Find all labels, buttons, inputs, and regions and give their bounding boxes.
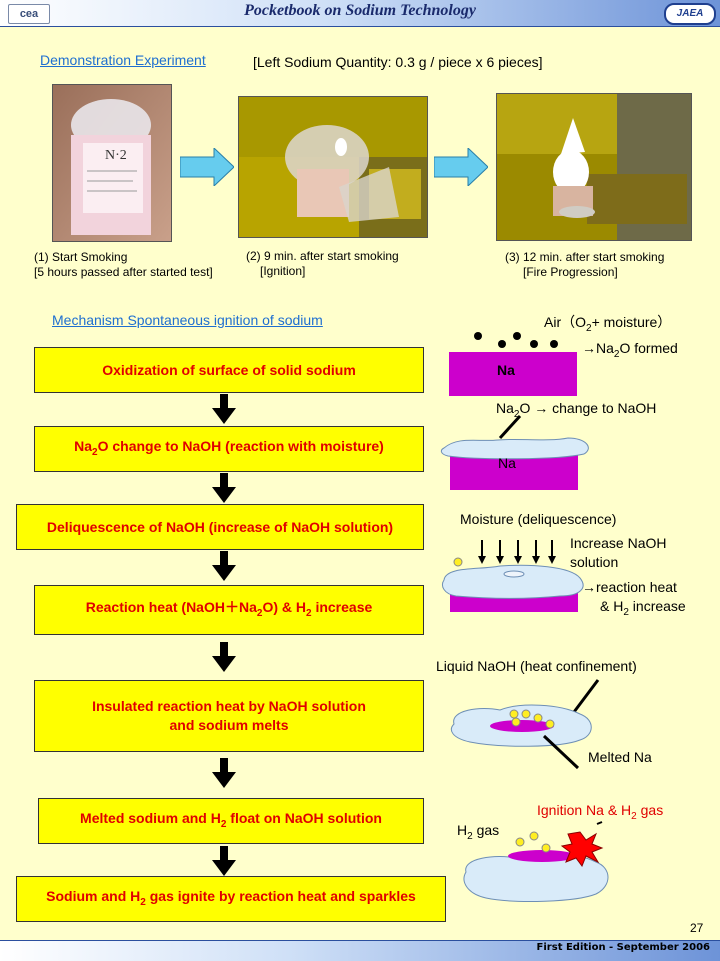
progress-arrow xyxy=(180,148,234,186)
step-3-box: Deliquescence of NaOH (increase of NaOH … xyxy=(16,504,424,550)
d2-sodium-label: Na xyxy=(498,455,516,471)
photo-fire-progression xyxy=(496,93,692,241)
step-1-box: Oxidization of surface of solid sodium xyxy=(34,347,424,393)
step-5-line1: Insulated reaction heat by NaOH solution xyxy=(92,698,366,714)
page-title: Pocketbook on Sodium Technology xyxy=(244,2,476,19)
photo-start-smoking: N·2 xyxy=(52,84,172,242)
footer-bar xyxy=(0,940,720,961)
d1-formed-label: →Na2O formed xyxy=(582,340,678,360)
d4-diagram xyxy=(450,679,600,770)
step-2-box: Na2O change to NaOH (reaction with moist… xyxy=(34,426,424,472)
step-1-text: Oxidization of surface of solid sodium xyxy=(102,361,356,378)
jaea-logo: JAEA xyxy=(664,3,716,25)
step-7-box: Sodium and H2 gas ignite by reaction hea… xyxy=(16,876,446,922)
cea-logo: cea xyxy=(8,4,50,24)
demo-subtitle: [Left Sodium Quantity: 0.3 g / piece x 6… xyxy=(253,54,543,70)
page-number: 27 xyxy=(690,921,704,935)
step-4-text: Reaction heat (NaOH＋Na2O) & H2 increase xyxy=(85,598,373,619)
d1-sodium-block: Na xyxy=(449,352,577,396)
d5-h2-label: H2 gas xyxy=(457,822,500,842)
mechanism-title: Mechanism Spontaneous ignition of sodium xyxy=(52,312,323,328)
down-arrow xyxy=(212,758,236,788)
step-6-box: Melted sodium and H2 float on NaOH solut… xyxy=(38,798,424,844)
caption-3-line2: [Fire Progression] xyxy=(523,265,618,279)
caption-1-line1: (1) Start Smoking xyxy=(34,250,128,264)
step-2-text: Na2O change to NaOH (reaction with moist… xyxy=(74,437,384,458)
step-5-box: Insulated reaction heat by NaOH solution… xyxy=(34,680,424,752)
down-arrow xyxy=(212,394,236,424)
d5-ignition-label: Ignition Na & H2 gas xyxy=(537,802,664,822)
d2-diagram xyxy=(440,414,589,490)
down-arrow xyxy=(212,551,236,581)
d1-air-label: Air（O2+ moisture） xyxy=(544,314,672,334)
down-arrow xyxy=(212,642,236,672)
caption-1: (1) Start Smoking [5 hours passed after … xyxy=(34,250,213,280)
oxygen-particles xyxy=(474,332,558,348)
progress-arrow xyxy=(434,148,488,186)
step-5-line2: and sodium melts xyxy=(169,717,289,733)
step-7-text: Sodium and H2 gas ignite by reaction hea… xyxy=(46,887,416,908)
step-6-text: Melted sodium and H2 float on NaOH solut… xyxy=(80,809,382,830)
edition-label: First Edition - September 2006 xyxy=(536,942,710,953)
d3-diagram xyxy=(442,540,584,612)
d5-diagram xyxy=(463,821,609,902)
down-arrow xyxy=(212,473,236,503)
d3-heat-label: →reaction heat & H2 increase xyxy=(582,579,686,618)
d3-moisture-label: Moisture (deliquescence) xyxy=(460,511,617,527)
caption-2: (2) 9 min. after start smoking [Ignition… xyxy=(246,249,399,279)
caption-2-line1: (2) 9 min. after start smoking xyxy=(246,249,399,263)
caption-3-line1: (3) 12 min. after start smoking xyxy=(505,250,665,264)
d2-label: Na2O → change to NaOH xyxy=(496,400,657,420)
demo-title: Demonstration Experiment xyxy=(40,52,206,68)
photo-ignition xyxy=(238,96,428,238)
caption-3: (3) 12 min. after start smoking [Fire Pr… xyxy=(505,250,664,280)
step-4-box: Reaction heat (NaOH＋Na2O) & H2 increase xyxy=(34,585,424,635)
header-bar xyxy=(0,0,720,27)
caption-1-line2: [5 hours passed after started test] xyxy=(34,265,213,279)
step-3-text: Deliquescence of NaOH (increase of NaOH … xyxy=(46,518,394,535)
d4-liquid-label: Liquid NaOH (heat confinement) xyxy=(436,658,637,674)
svg-text:N·2: N·2 xyxy=(105,148,127,163)
d4-melted-label: Melted Na xyxy=(588,749,652,765)
down-arrow xyxy=(212,846,236,876)
caption-2-line2: [Ignition] xyxy=(260,264,306,278)
